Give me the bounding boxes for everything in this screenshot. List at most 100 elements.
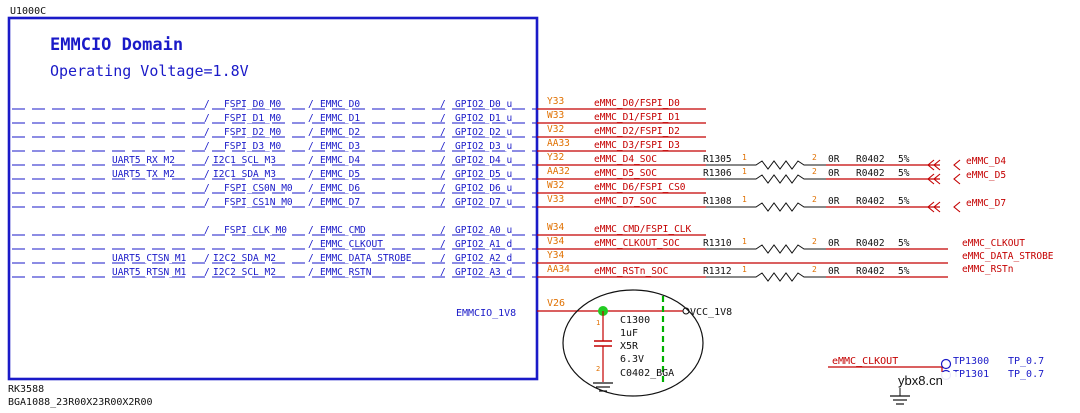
resistor-package: R0402 <box>856 238 885 249</box>
mux-separator: / <box>204 197 210 208</box>
output-net-label: eMMC_DATA_STROBE <box>962 251 1054 262</box>
resistor-pin2: 2 <box>812 153 817 162</box>
pin-number: AA34 <box>547 264 570 275</box>
chip-domain-title: EMMCIO Domain <box>50 35 183 55</box>
gpio-pin-name: GPIO2_D5_u <box>455 169 512 180</box>
net-label: eMMC_RSTn_SOC <box>594 266 668 277</box>
resistor-pin2: 2 <box>812 167 817 176</box>
mux-separator: / <box>440 267 446 278</box>
mux-separator: / <box>204 183 210 194</box>
pin-number: AA32 <box>547 166 570 177</box>
output-net-label: eMMC_RSTn <box>962 264 1013 275</box>
mux-separator: / <box>308 239 314 250</box>
resistor-ref: R1308 <box>703 196 732 207</box>
mux-separator: / <box>204 113 210 124</box>
mux-separator: / <box>440 169 446 180</box>
resistor-package: R0402 <box>856 266 885 277</box>
port-arrow-icon <box>953 159 961 171</box>
pin-number: W33 <box>547 110 564 121</box>
chip-body <box>7 16 539 381</box>
resistor-value: 0R <box>828 168 840 179</box>
pin-number: Y34 <box>547 250 564 261</box>
power-pin-number: V26 <box>547 298 565 309</box>
watermark-text: ybx8.cn <box>898 373 943 388</box>
highlight-circle <box>562 289 704 397</box>
pin-number: V34 <box>547 236 564 247</box>
resistor-zigzag <box>706 272 826 282</box>
resistor-pin1: 1 <box>742 153 747 162</box>
emmc-function: EMMC_D2 <box>320 127 360 138</box>
chip-voltage-label: Operating Voltage=1.8V <box>50 62 249 80</box>
cap-dielectric: X5R <box>620 341 639 352</box>
testpoint-1-value: TP_0.7 <box>1008 356 1044 367</box>
resistor-tolerance: 5% <box>898 196 910 207</box>
emmc-function: EMMC_D5 <box>320 169 360 180</box>
offpage-connector-icon <box>927 159 941 171</box>
mux-separator: / <box>204 267 210 278</box>
mux-separator: / <box>440 141 446 152</box>
net-label: eMMC_D0/FSPI_D0 <box>594 98 680 109</box>
pin-number: W32 <box>547 180 564 191</box>
chip-package: BGA1088_23R00X23R00X2R00 <box>8 397 153 408</box>
mux-separator: / <box>308 197 314 208</box>
alt-function-uart: UART5_CTSN_M1 <box>112 253 187 264</box>
chip-refdes: U1000C <box>10 6 46 17</box>
pin-number: V33 <box>547 194 564 205</box>
mux-separator: / <box>204 225 210 236</box>
gpio-pin-name: GPIO2_D4_u <box>455 155 512 166</box>
emmc-function: EMMC_RSTN <box>320 267 372 278</box>
cap-voltage: 6.3V <box>620 354 644 365</box>
chip-part-number: RK3588 <box>8 384 44 395</box>
gpio-pin-name: GPIO2_D2_u <box>455 127 512 138</box>
port-arrow-icon <box>953 201 961 213</box>
vcc-rail-label: VCC_1V8 <box>690 307 732 318</box>
gpio-pin-name: GPIO2_D1_u <box>455 113 512 124</box>
alt-function-secondary: FSPI_D3_M0 <box>224 141 281 152</box>
resistor-package: R0402 <box>856 154 885 165</box>
resistor-zigzag <box>706 202 826 212</box>
alt-function-uart: UART5_RX_M2 <box>112 155 175 166</box>
gpio-pin-name: GPIO2_D3_u <box>455 141 512 152</box>
emmc-function: EMMC_D3 <box>320 141 360 152</box>
net-label: eMMC_CLKOUT_SOC <box>594 238 680 249</box>
cap-value: 1uF <box>620 328 638 339</box>
emmc-function: EMMC_D4 <box>320 155 360 166</box>
alt-function-uart: UART5_TX_M2 <box>112 169 175 180</box>
resistor-value: 0R <box>828 238 840 249</box>
alt-function-secondary: FSPI_CLK_M0 <box>224 225 287 236</box>
output-net-label: eMMC_D5 <box>966 170 1006 181</box>
resistor-ref: R1312 <box>703 266 732 277</box>
cap-package: C0402_BGA <box>620 368 674 379</box>
resistor-value: 0R <box>828 266 840 277</box>
alt-function-secondary: I2C2_SCL_M2 <box>213 267 276 278</box>
mux-separator: / <box>204 99 210 110</box>
mux-separator: / <box>308 127 314 138</box>
resistor-tolerance: 5% <box>898 266 910 277</box>
resistor-zigzag <box>706 244 826 254</box>
mux-separator: / <box>440 127 446 138</box>
mux-separator: / <box>308 225 314 236</box>
resistor-pin1: 1 <box>742 237 747 246</box>
resistor-ref: R1310 <box>703 238 732 249</box>
mux-separator: / <box>308 155 314 166</box>
alt-function-secondary: FSPI_D1_M0 <box>224 113 281 124</box>
alt-function-secondary: FSPI_D0_M0 <box>224 99 281 110</box>
emmc-function: EMMC_DATA_STROBE <box>320 253 412 264</box>
resistor-tolerance: 5% <box>898 154 910 165</box>
mux-separator: / <box>308 141 314 152</box>
cap-pin2: 2 <box>596 365 600 373</box>
mux-separator: / <box>440 183 446 194</box>
alt-function-secondary: FSPI_CS1N_M0 <box>224 197 293 208</box>
resistor-tolerance: 5% <box>898 168 910 179</box>
gpio-pin-name: GPIO2_A0_u <box>455 225 512 236</box>
mux-separator: / <box>440 253 446 264</box>
gpio-pin-name: GPIO2_A2_d <box>455 253 512 264</box>
output-net-label: eMMC_CLKOUT <box>962 238 1025 249</box>
mux-separator: / <box>204 141 210 152</box>
output-net-label: eMMC_D4 <box>966 156 1006 167</box>
alt-function-secondary: I2C1_SCL_M3 <box>213 155 276 166</box>
mux-separator: / <box>308 267 314 278</box>
alt-function-secondary: FSPI_CS0N_M0 <box>224 183 293 194</box>
pin-number: W34 <box>547 222 564 233</box>
